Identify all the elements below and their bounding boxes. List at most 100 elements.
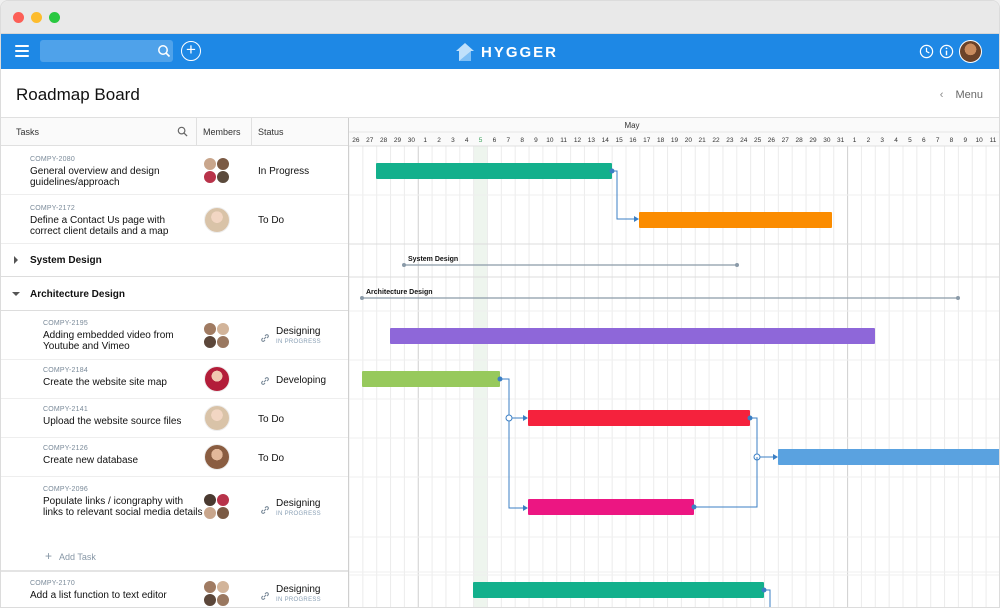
brand-name: HYGGER: [481, 43, 559, 61]
caret-down-icon[interactable]: [12, 290, 20, 298]
avatar: [216, 580, 230, 594]
avatar[interactable]: [204, 405, 230, 431]
task-title[interactable]: Add a list function to text editor: [30, 590, 167, 601]
group-row-architecture-design[interactable]: Architecture Design: [1, 277, 348, 311]
task-row[interactable]: COMPY-2096 Populate links / icongraphy w…: [1, 477, 348, 537]
group-title: System Design: [30, 255, 102, 266]
task-title[interactable]: Adding embedded video from Youtube and V…: [43, 330, 174, 352]
day-label: 24: [740, 137, 748, 144]
arrow-head: [523, 415, 528, 421]
day-label: 22: [712, 137, 720, 144]
month-label: May: [624, 121, 639, 130]
close-window-dot[interactable]: [13, 12, 24, 23]
task-code: COMPY-2096: [43, 486, 88, 493]
day-label: 3: [451, 137, 455, 144]
avatar[interactable]: [204, 207, 230, 233]
summary-endpoint: [956, 296, 960, 300]
page-title: Roadmap Board: [16, 85, 140, 104]
status-text[interactable]: To Do: [258, 414, 285, 425]
day-label: 15: [615, 137, 623, 144]
add-task-button[interactable]: +Add Task: [45, 549, 96, 563]
avatar: [203, 593, 217, 607]
group-row-system-design[interactable]: System Design: [1, 244, 348, 277]
task-columns-header: Tasks Members Status: [1, 118, 349, 146]
dependency-link: [764, 589, 771, 607]
link-icon: [261, 377, 269, 385]
task-title[interactable]: Create the website site map: [43, 377, 167, 388]
day-label: 1: [423, 137, 427, 144]
day-label: 3: [880, 137, 884, 144]
plus-icon: +: [45, 549, 53, 563]
task-title[interactable]: General overview and design guidelines/a…: [30, 166, 160, 188]
summary-label-architecture-design: Architecture Design: [366, 289, 433, 296]
arrow-head: [773, 454, 778, 460]
menu-button[interactable]: ‹Menu: [940, 89, 983, 101]
day-label: 27: [782, 137, 790, 144]
avatar[interactable]: [204, 444, 230, 470]
column-header-status[interactable]: Status: [258, 127, 284, 137]
search-icon[interactable]: [157, 44, 171, 58]
task-row[interactable]: COMPY-2126 Create new database To Do: [1, 438, 348, 477]
day-label: 6: [922, 137, 926, 144]
day-label: 7: [936, 137, 940, 144]
avatar: [203, 580, 217, 594]
task-row[interactable]: COMPY-2184 Create the website site map D…: [1, 360, 348, 399]
avatar: [203, 335, 217, 349]
day-label: 18: [657, 137, 665, 144]
global-search-input[interactable]: [40, 40, 173, 62]
day-label: 26: [352, 137, 360, 144]
status-text[interactable]: To Do: [258, 215, 285, 226]
gantt-bar-compy-2195: [390, 328, 875, 344]
task-row[interactable]: COMPY-2141 Upload the website source fil…: [1, 399, 348, 438]
clock-icon[interactable]: [919, 44, 934, 59]
day-label: 10: [546, 137, 554, 144]
status-text[interactable]: Designing: [276, 498, 321, 509]
avatar[interactable]: [204, 366, 230, 392]
status-text[interactable]: Designing: [276, 584, 321, 595]
status-text[interactable]: Developing: [276, 375, 327, 386]
avatar: [216, 170, 230, 184]
task-list: COMPY-2080 General overview and design g…: [1, 146, 349, 607]
task-row[interactable]: COMPY-2080 General overview and design g…: [1, 146, 348, 195]
column-header-members[interactable]: Members: [203, 127, 241, 137]
gantt-bar-compy-2080: [376, 163, 612, 179]
status-text[interactable]: In Progress: [258, 166, 310, 177]
day-label: 5: [479, 137, 483, 144]
day-label: 9: [534, 137, 538, 144]
day-label: 5: [908, 137, 912, 144]
day-label: 9: [964, 137, 968, 144]
avatar: [203, 493, 217, 507]
gantt-bar-compy-2141: [528, 410, 750, 426]
task-title[interactable]: Populate links / icongraphy with links t…: [43, 496, 203, 518]
info-icon[interactable]: [939, 44, 954, 59]
minimize-window-dot[interactable]: [31, 12, 42, 23]
task-title[interactable]: Upload the website source files: [43, 416, 182, 427]
day-label: 30: [823, 137, 831, 144]
hamburger-icon[interactable]: [15, 45, 29, 57]
day-label: 25: [754, 137, 762, 144]
hygger-logo[interactable]: HYGGER: [455, 42, 558, 62]
task-row[interactable]: COMPY-2195 Adding embedded video from Yo…: [1, 311, 348, 360]
dependency-link: [694, 457, 758, 508]
search-icon[interactable]: [177, 126, 188, 137]
maximize-window-dot[interactable]: [49, 12, 60, 23]
dependency-link: [508, 418, 527, 509]
day-label: 6: [493, 137, 497, 144]
summary-endpoint: [735, 263, 739, 267]
task-title[interactable]: Define a Contact Us page with correct cl…: [30, 215, 169, 237]
user-avatar[interactable]: [959, 40, 982, 63]
day-label: 4: [894, 137, 898, 144]
column-header-tasks[interactable]: Tasks: [16, 127, 40, 137]
add-circle-icon[interactable]: +: [181, 41, 201, 61]
day-label: 19: [671, 137, 679, 144]
status-text[interactable]: Designing: [276, 326, 321, 337]
task-row[interactable]: COMPY-2170 Add a list function to text e…: [1, 574, 348, 607]
window-titlebar: [1, 1, 999, 34]
task-row[interactable]: COMPY-2172 Define a Contact Us page with…: [1, 195, 348, 244]
task-title[interactable]: Create new database: [43, 455, 139, 466]
day-label: 31: [837, 137, 845, 144]
summary-label-system-design: System Design: [408, 256, 458, 263]
status-text[interactable]: To Do: [258, 453, 285, 464]
caret-right-icon[interactable]: [12, 256, 20, 264]
